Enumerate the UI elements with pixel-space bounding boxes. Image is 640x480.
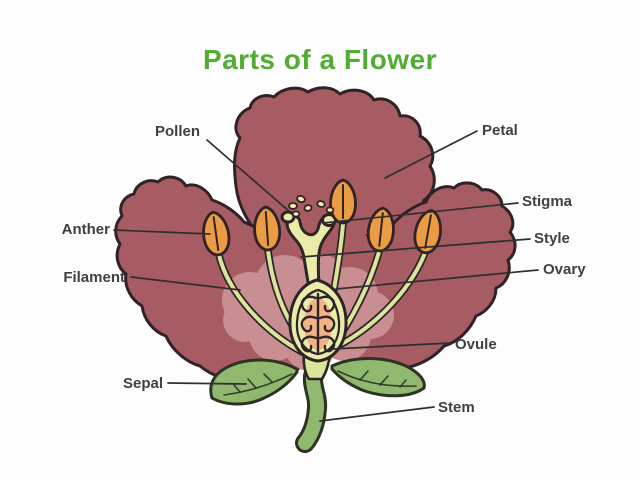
ovule-curl <box>318 335 336 353</box>
stem-shape <box>298 369 325 450</box>
highlight-circle <box>223 298 267 342</box>
filament-label: Filament <box>63 269 125 286</box>
ovule-label-line <box>332 342 451 350</box>
petal-label: Petal <box>482 122 518 139</box>
stem-label-line <box>319 406 435 422</box>
pollen-grain <box>316 200 326 208</box>
ovary-label-line <box>335 269 539 290</box>
anther-crease <box>264 211 270 246</box>
leaf-vein <box>399 379 407 388</box>
style-and-stigma <box>285 214 336 290</box>
ovule-curl <box>318 315 336 333</box>
pollen-grain <box>288 202 298 210</box>
filament-label-line <box>130 276 241 291</box>
sepal-right-veins <box>337 370 417 388</box>
ovary-label: Ovary <box>543 261 586 278</box>
style-label: Style <box>534 230 570 247</box>
pollen-grain <box>303 204 313 212</box>
anther-label: Anther <box>62 221 110 238</box>
pollen-grain <box>296 194 306 204</box>
leaf-vein <box>247 378 257 389</box>
petal-label-line <box>384 130 478 179</box>
pollen-label-line <box>206 139 291 213</box>
anthers <box>202 178 442 257</box>
sepal-label-line <box>167 382 247 385</box>
pollen-grain <box>325 206 335 214</box>
anther-crease <box>378 212 384 247</box>
pollen-grain <box>291 210 301 218</box>
sepal-left-veins <box>223 373 293 396</box>
pollen-label: Pollen <box>155 123 200 140</box>
stigma-label: Stigma <box>522 193 573 210</box>
ovule-curl <box>300 335 318 353</box>
stigma-label-line <box>322 202 519 224</box>
page-title: Parts of a Flower <box>202 44 438 75</box>
anther-crease <box>212 216 220 251</box>
style-label-line <box>300 238 531 258</box>
leader-lines <box>113 130 539 422</box>
ovules <box>300 292 336 354</box>
filament-core <box>332 251 427 350</box>
leaf-vein <box>359 370 369 381</box>
pollen-grains <box>288 194 335 218</box>
anther-label-line <box>113 229 211 235</box>
filament-core <box>217 253 304 354</box>
ovary-inner-wall <box>295 288 341 356</box>
leaf-vein <box>233 384 241 393</box>
anther-crease <box>424 214 432 249</box>
leaf-vein <box>337 370 417 387</box>
labels: Pollen Petal Anther Stigma Style Ovary F… <box>62 122 587 416</box>
ovule-curl <box>318 295 336 313</box>
ovule-curl <box>300 315 318 333</box>
leaf-vein <box>223 373 293 396</box>
ovule-curl <box>300 295 318 313</box>
leaf-vein <box>379 375 389 386</box>
leaf-vein <box>263 373 273 383</box>
sepal-label: Sepal <box>123 375 163 392</box>
ovule-label: Ovule <box>455 336 497 353</box>
stem-label: Stem <box>438 399 475 416</box>
